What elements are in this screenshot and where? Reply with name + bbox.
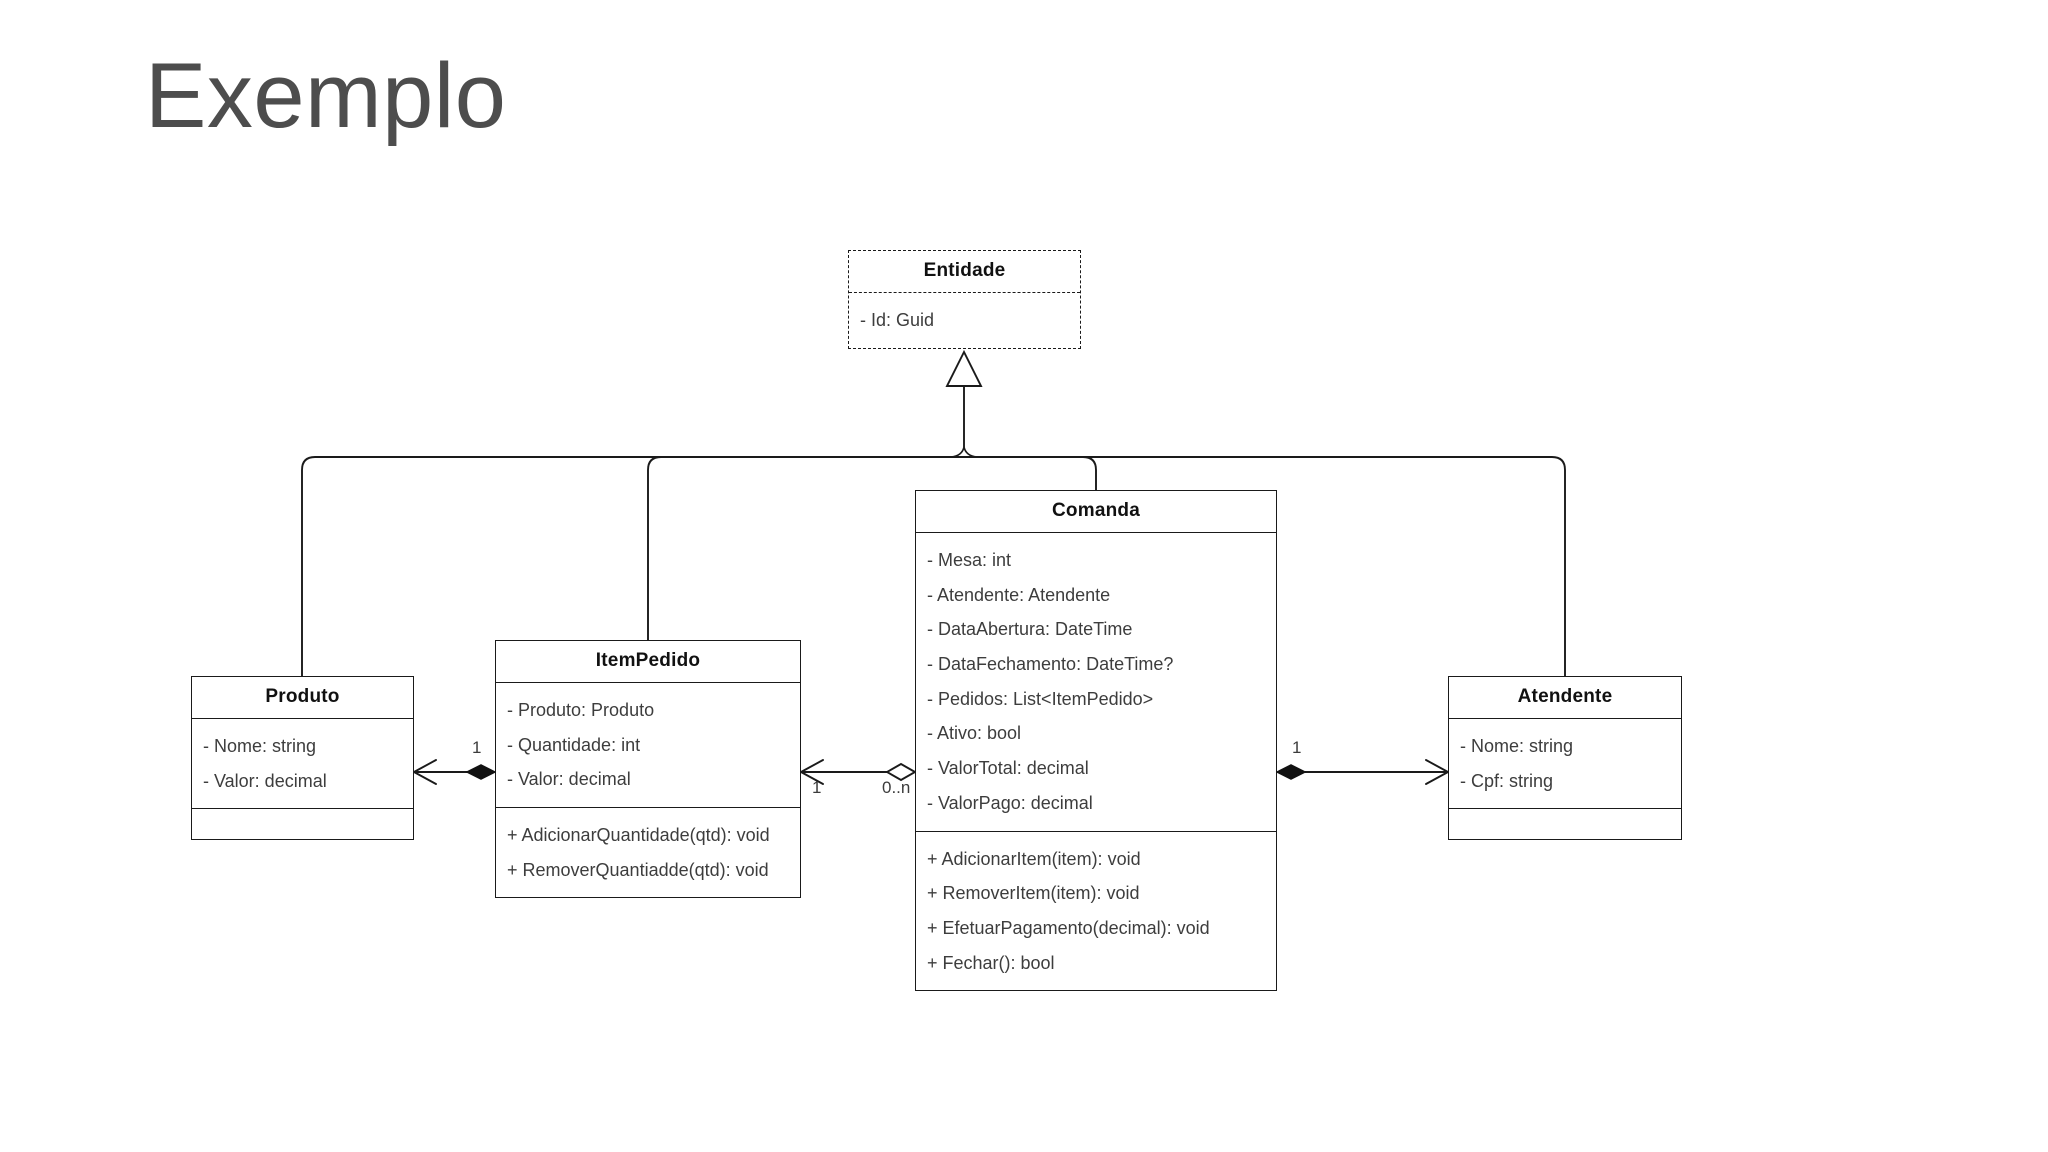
multiplicity-comanda-itempedido-target: 1 [812,778,822,797]
uml-class-produto[interactable]: Produto - Nome: string - Valor: decimal [191,676,414,841]
composition-diamond-filled-icon [465,764,497,780]
uml-operations-comanda: + AdicionarItem(item): void + RemoverIte… [916,832,1276,991]
multiplicity-comanda-itempedido-source: 0..n [882,778,911,797]
composition-diamond-filled-icon [1275,764,1307,780]
uml-operation: + Fechar(): bool [927,952,1055,973]
uml-attribute: - Ativo: bool [927,723,1022,744]
uml-operation: + AdicionarQuantidade(qtd): void [507,825,770,846]
uml-attributes-entidade: - Id: Guid [849,293,1080,348]
uml-class-comanda[interactable]: Comanda - Mesa: int - Atendente: Atenden… [915,490,1277,992]
uml-operations-produto [192,809,413,839]
page-title: Exemplo [145,45,507,147]
uml-attribute: - Valor: decimal [203,770,327,791]
uml-operation: + RemoverItem(item): void [927,883,1140,904]
uml-class-name-atendente: Atendente [1449,677,1681,719]
uml-class-itempedido[interactable]: ItemPedido - Produto: Produto - Quantida… [495,640,801,899]
uml-class-atendente[interactable]: Atendente - Nome: string - Cpf: string [1448,676,1682,841]
uml-attribute: - Mesa: int [927,550,1012,570]
uml-operation: + AdicionarItem(item): void [927,848,1141,869]
uml-attributes-itempedido: - Produto: Produto - Quantidade: int - V… [496,683,800,809]
uml-attribute: - Quantidade: int [507,734,641,755]
relationship-itempedido-produto [413,759,497,785]
uml-attribute: - Nome: string [203,736,317,756]
open-arrowhead-icon [1425,759,1449,785]
generalization-arrowhead-icon [945,349,983,387]
uml-attributes-atendente: - Nome: string - Cpf: string [1449,719,1681,810]
uml-attribute: - DataFechamento: DateTime? [927,654,1174,675]
multiplicity-itempedido-produto-source: 1 [472,738,482,757]
relationship-comanda-atendente [1275,759,1449,785]
uml-attribute: - ValorTotal: decimal [927,758,1089,779]
multiplicity-comanda-atendente-source: 1 [1292,738,1302,757]
uml-attribute: - Produto: Produto [507,700,655,720]
uml-attributes-produto: - Nome: string - Valor: decimal [192,719,413,810]
uml-attribute: - Atendente: Atendente [927,584,1111,605]
uml-attribute: - Id: Guid [860,310,935,330]
uml-attribute: - DataAbertura: DateTime [927,619,1133,640]
uml-operation: + EfetuarPagamento(decimal): void [927,917,1210,938]
uml-attribute: - Pedidos: List<ItemPedido> [927,688,1154,709]
uml-operations-atendente [1449,809,1681,839]
uml-class-name-produto: Produto [192,677,413,719]
uml-operation: + RemoverQuantiadde(qtd): void [507,859,769,880]
uml-attribute: - ValorPago: decimal [927,792,1093,813]
uml-attributes-comanda: - Mesa: int - Atendente: Atendente - Dat… [916,533,1276,832]
uml-attribute: - Nome: string [1460,736,1574,756]
generalization-trunk-fan [950,446,978,458]
uml-class-entidade[interactable]: Entidade - Id: Guid [848,250,1081,349]
uml-class-name-entidade: Entidade [849,251,1080,293]
uml-class-name-itempedido: ItemPedido [496,641,800,683]
open-arrowhead-icon [413,759,437,785]
uml-class-name-comanda: Comanda [916,491,1276,533]
uml-attribute: - Cpf: string [1460,770,1554,791]
uml-operations-itempedido: + AdicionarQuantidade(qtd): void + Remov… [496,808,800,897]
generalization-drop-itempedido [647,456,662,664]
uml-attribute: - Valor: decimal [507,769,631,790]
